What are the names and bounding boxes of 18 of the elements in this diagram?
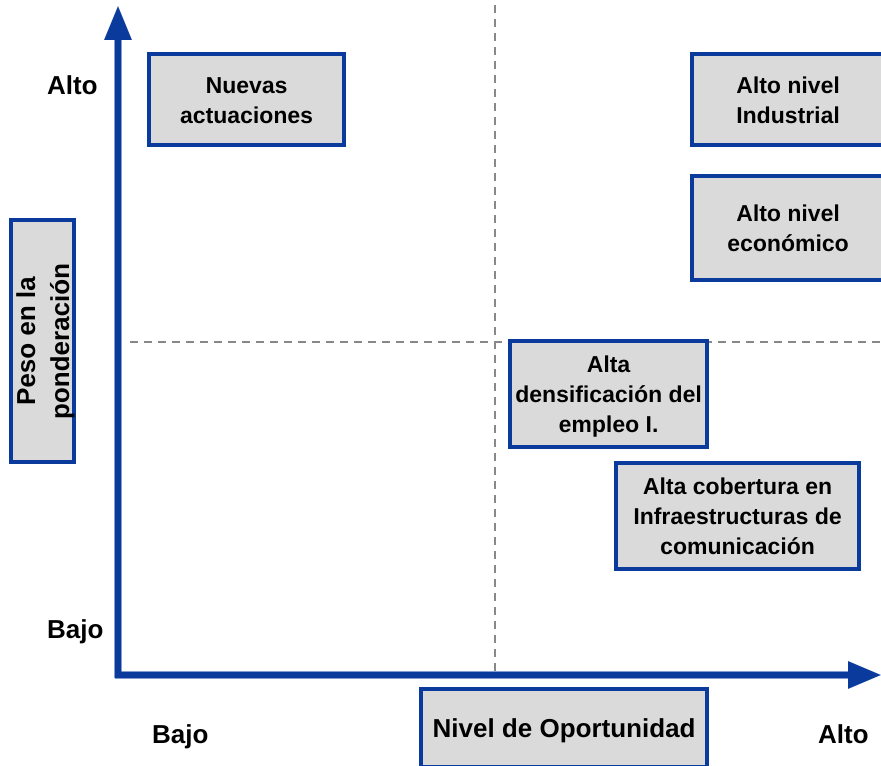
axis-level-label: Bajo: [47, 614, 104, 644]
category-label: Alta cobertura en Infraestructuras de comunicación: [632, 472, 843, 561]
category-box: [147, 52, 346, 147]
category-box: [508, 339, 709, 449]
category-label: Alto nivel Industrial: [735, 70, 841, 130]
category-box: [690, 52, 881, 147]
axis-level-label: Bajo: [152, 719, 208, 749]
category-label: Alto nivel económico: [726, 199, 850, 258]
category-label: Alta densificación del empleo I.: [514, 350, 703, 439]
axis-title: Peso en la ponderación: [10, 262, 76, 422]
axis-level-label: Alto: [818, 719, 869, 749]
axis-level-label: Alto: [47, 70, 98, 100]
category-box: [614, 461, 861, 571]
axis-title: Nivel de Oportunidad: [432, 712, 696, 744]
category-box: [690, 174, 881, 282]
axis-title-box: [9, 218, 76, 464]
axis-title-box: [419, 687, 709, 766]
category-label: Nuevas actuaciones: [179, 70, 314, 130]
